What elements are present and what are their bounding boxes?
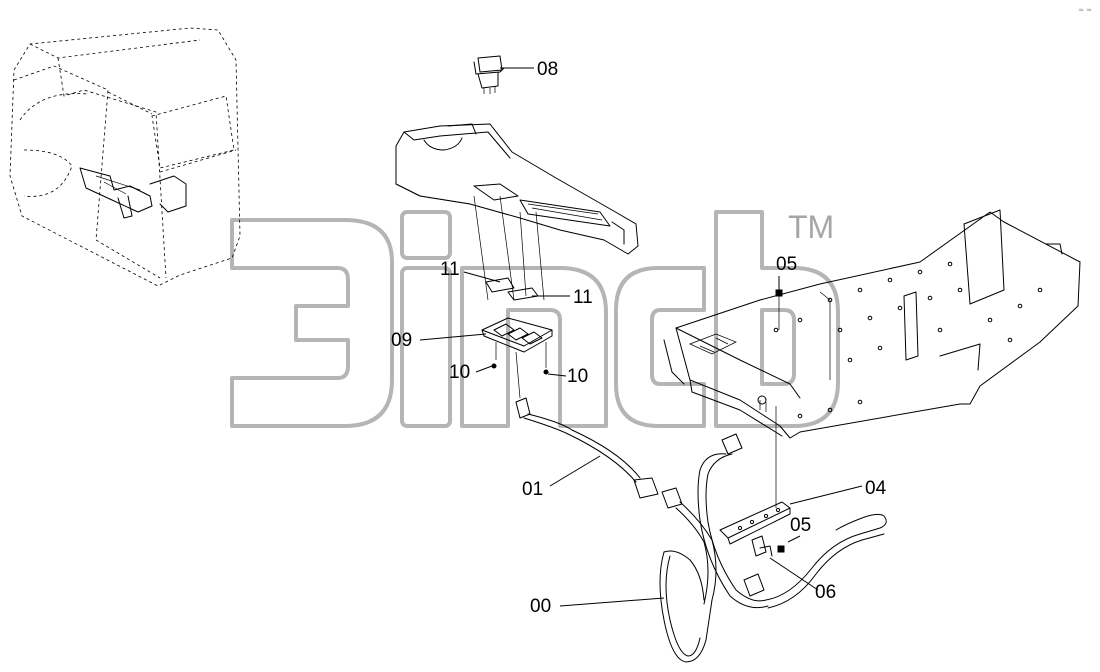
watermark-glyph-1: [230, 218, 394, 428]
watermark-trademark: TM: [788, 209, 834, 245]
callout-11-left: 11: [440, 259, 460, 280]
watermark-glyph-5: [714, 210, 840, 428]
watermark-glyph-4: [614, 266, 706, 428]
corner-mark: ≈ ≈: [1078, 6, 1092, 14]
part-10-screw-right: [543, 369, 549, 375]
callout-01: 01: [522, 479, 543, 500]
callout-09: 09: [391, 330, 412, 351]
callouts: 08 11 11 05 09 10 10 01 04 05 06 00: [391, 59, 887, 617]
floor-frame: [663, 209, 1081, 508]
watermark-glyph-2: [400, 266, 452, 428]
callout-06: 06: [815, 582, 836, 603]
console-housing: [395, 123, 639, 301]
callout-11-right: 11: [573, 287, 593, 308]
callout-10-left: 10: [449, 362, 470, 383]
part-05-bolt-upper: [775, 289, 783, 297]
leader-lines: [419, 67, 863, 607]
callout-00: 00: [530, 596, 551, 617]
part-06-clamp: [751, 535, 773, 557]
callout-04: 04: [865, 478, 887, 499]
callout-10-right: 10: [567, 366, 588, 387]
watermark-glyph-3: [460, 266, 608, 428]
part-10-screw-left: [491, 363, 497, 369]
frame-holes: [773, 261, 1043, 419]
watermark: TM: [230, 209, 840, 428]
watermark-glyph-2-dot: [400, 210, 452, 260]
callout-05-lower: 05: [790, 515, 811, 536]
part-04-bracket: [719, 501, 791, 545]
part-08-switch: [473, 55, 505, 94]
part-05-bolt-lower: [777, 545, 785, 553]
callout-08: 08: [537, 59, 558, 80]
cab-outline: [9, 27, 241, 287]
callout-05-upper: 05: [776, 254, 797, 275]
part-00-harness: [659, 433, 887, 663]
part-09-switch-panel: [481, 317, 553, 399]
